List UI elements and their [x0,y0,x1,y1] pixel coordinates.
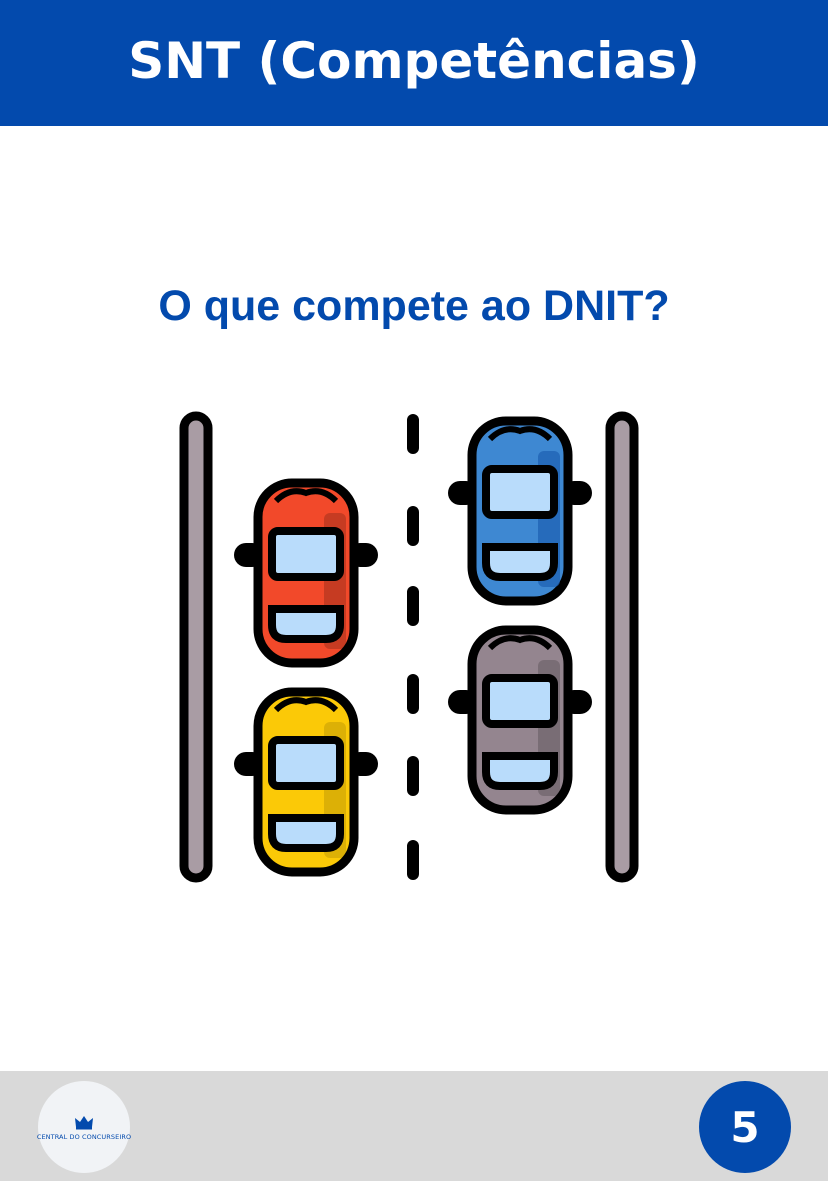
red-car-icon [234,478,378,668]
highway-traffic-icon [179,411,639,883]
blue-car-icon [448,416,592,606]
logo-text: CENTRAL DO CONCURSEIRO [36,1132,132,1141]
question-heading: O que compete ao DNIT? [158,282,670,330]
page-header: SNT (Competências) [0,0,828,126]
page-footer: CENTRAL DO CONCURSEIRO 5 [0,1071,828,1181]
crown-icon [75,1115,93,1129]
page-number-badge: 5 [699,1081,791,1173]
logo: CENTRAL DO CONCURSEIRO [36,1081,132,1173]
page-title: SNT (Competências) [128,32,700,90]
yellow-car-icon [234,687,378,877]
grey-car-icon [448,625,592,815]
